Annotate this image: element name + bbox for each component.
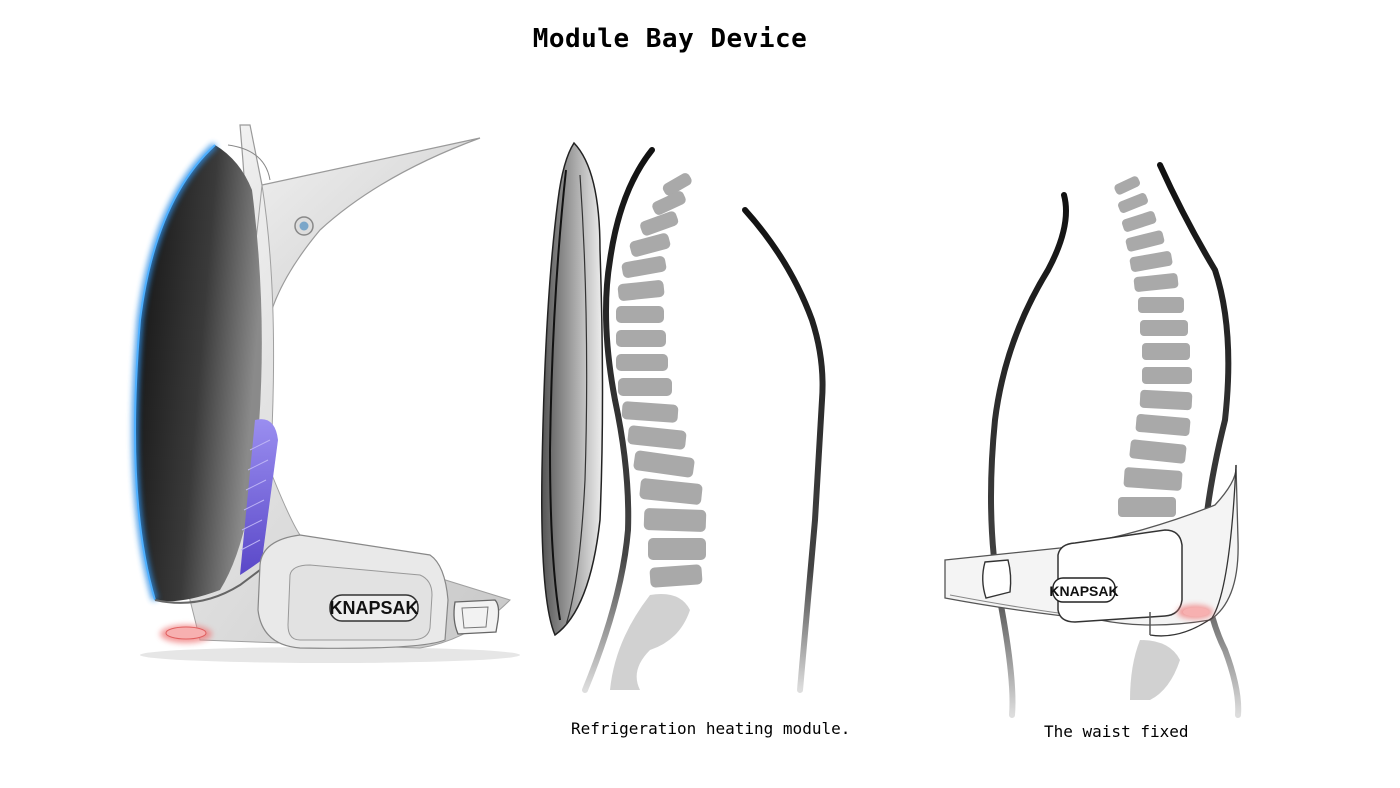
backpack-device-illustration: KNAPSAK bbox=[132, 124, 520, 663]
caption-waist: The waist fixed bbox=[1044, 722, 1189, 741]
page-title: Module Bay Device bbox=[532, 24, 808, 54]
spine-side-view-illustration bbox=[541, 141, 826, 693]
brand-label-right: KNAPSAK bbox=[1049, 583, 1118, 599]
caption-module: Refrigeration heating module. bbox=[571, 719, 851, 738]
waist-fixed-illustration: KNAPSAK bbox=[944, 162, 1242, 718]
brand-label-left: KNAPSAK bbox=[329, 598, 418, 618]
